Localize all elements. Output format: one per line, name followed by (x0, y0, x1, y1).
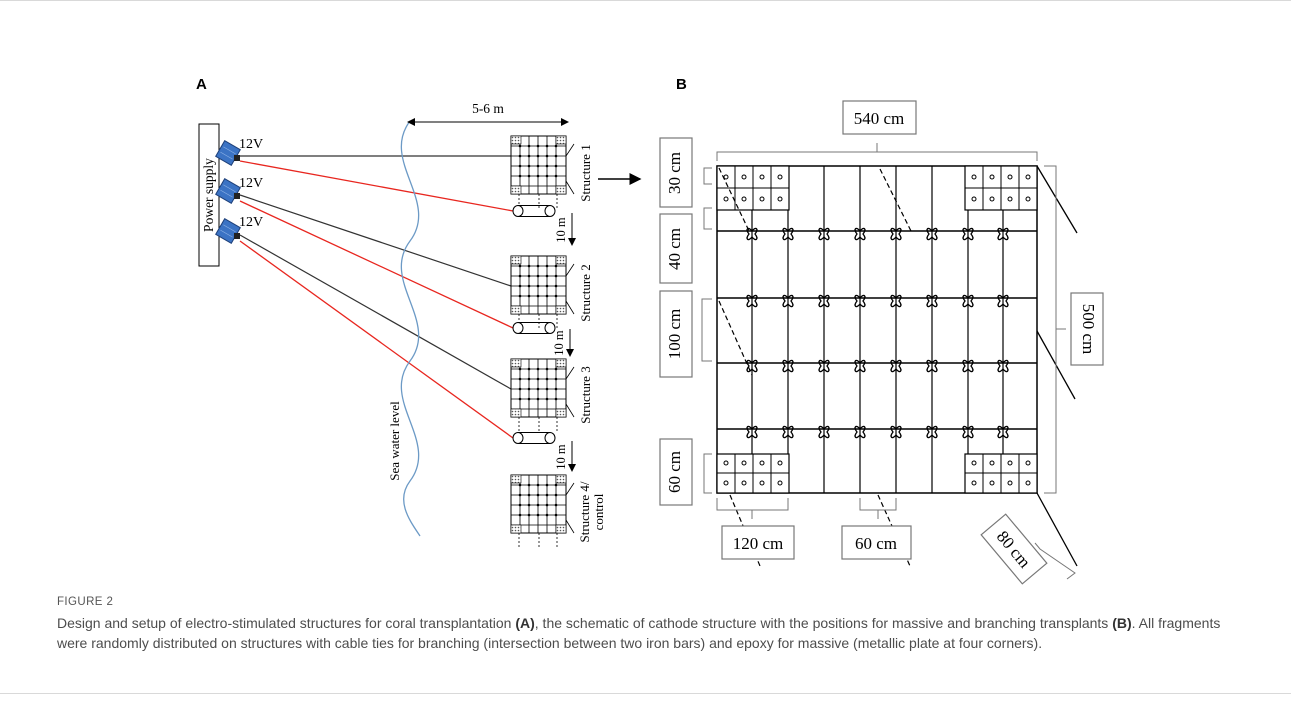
dim-box (659, 438, 693, 506)
support-legs-right (1036, 165, 1078, 567)
figure-diagram: Power supply 12V 12V 12V Sea water level… (198, 100, 1104, 585)
structure-label: Structure 3 (578, 366, 593, 423)
voltage-label: 12V (239, 215, 263, 230)
caption-part: , the schematic of cathode structure wit… (534, 615, 1113, 631)
power-supply-label: Power supply (201, 158, 216, 232)
anode-wire (239, 160, 514, 212)
structure-mesh (510, 358, 575, 432)
caption-label: FIGURE 2 (57, 596, 114, 608)
caption-part: Design and setup of electro-stimulated s… (57, 615, 516, 631)
voltage-label: 12V (239, 176, 263, 191)
dim-60-bottom-label: 60 cm (855, 534, 897, 553)
corner-plate (716, 453, 790, 494)
height-label: 500 cm (1079, 304, 1098, 355)
caption-ref-a: (A) (515, 615, 535, 631)
caption-ref-b: (B) (1112, 615, 1132, 631)
corner-plate (716, 165, 790, 211)
panel-a-letter: A (196, 76, 207, 93)
dimension-braces (701, 143, 1076, 580)
sea-water-wave (400, 120, 421, 537)
structure-label: Structure 1 (578, 144, 593, 201)
cathode-wire (239, 234, 512, 390)
anode-cylinder (512, 432, 556, 444)
structure-mesh (510, 474, 575, 548)
figure-caption: FIGURE 2 Design and setup of electro-sti… (57, 596, 1247, 653)
dim-120-label: 120 cm (733, 534, 784, 553)
dim-80-box: 80 cm (980, 513, 1048, 585)
anode-wire (239, 240, 514, 439)
cathode-wire (239, 194, 512, 287)
width-label: 540 cm (854, 109, 905, 128)
sea-level-label: Sea water level (387, 401, 402, 481)
structure-mesh (510, 135, 575, 209)
dim-box (842, 100, 917, 135)
dim-box (721, 525, 795, 560)
dim-40-label: 40 cm (665, 228, 684, 270)
spacing-label: 10 m (554, 217, 568, 243)
spacing-label: 10 m (552, 330, 566, 356)
caption-part: . All fragments were randomly distribute… (57, 615, 1221, 651)
dim-100-label: 100 cm (665, 309, 684, 360)
distance-top-label: 5-6 m (472, 101, 504, 116)
dim-box (659, 137, 693, 208)
cathode-frame (716, 165, 1038, 494)
anode-wire (239, 200, 514, 329)
dim-box (1070, 292, 1104, 366)
structure-label: Structure 4/ (577, 481, 592, 542)
panel-b-letter: B (676, 76, 687, 93)
cable-ties (746, 227, 1009, 439)
structure-mesh (510, 255, 575, 329)
panel-b: 540 cm 30 cm 40 cm 100 cm 60 cm 500 cm 1… (659, 100, 1104, 585)
support-legs (718, 167, 913, 567)
structure-label: Structure 2 (578, 264, 593, 321)
structure-label: control (591, 493, 606, 530)
spacing-label: 10 m (554, 444, 568, 470)
anode-cylinder (512, 322, 556, 334)
voltage-label: 12V (239, 137, 263, 152)
dim-box (659, 213, 693, 284)
anode-cylinder (512, 205, 556, 217)
dim-30-label: 30 cm (665, 152, 684, 194)
panel-a: Power supply 12V 12V 12V Sea water level… (198, 101, 642, 548)
bottom-divider (0, 693, 1291, 694)
dim-box (659, 290, 693, 378)
corner-plate (964, 453, 1038, 494)
dim-box (841, 525, 912, 560)
caption-text: Design and setup of electro-stimulated s… (57, 613, 1247, 653)
dim-60-label: 60 cm (665, 451, 684, 493)
corner-plate (964, 165, 1038, 211)
